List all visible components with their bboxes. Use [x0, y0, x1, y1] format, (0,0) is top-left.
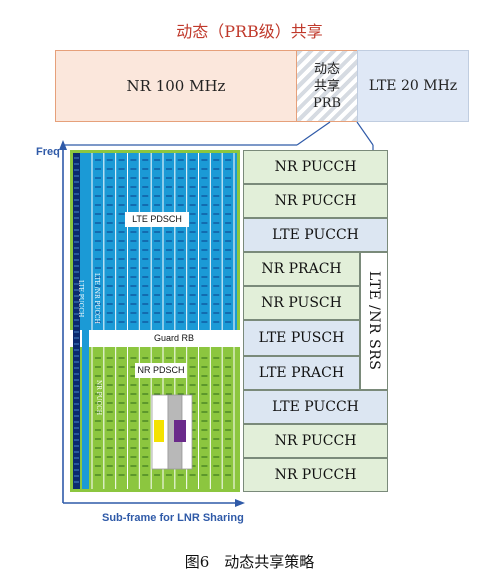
lte-pucch-vertical-label: LTE PUCCH [77, 280, 84, 318]
right-cell-nr-pucch-2: NR PUCCH [243, 184, 388, 218]
zoom-line-diag-left [296, 121, 331, 146]
dynamic-shared-prb-band: 动态 共享 PRB [297, 50, 357, 122]
right-cell-lte-pucch-2: LTE PUCCH [243, 390, 388, 424]
right-cell-lte-pusch: LTE PUSCH [243, 320, 360, 356]
srs-purple-block [174, 420, 186, 442]
srs-cell: LTE /NR SRS [360, 252, 388, 390]
figure-top-title: 动态（PRB级）共享 [176, 22, 323, 41]
prb-line-3: PRB [312, 95, 342, 111]
x-axis-label: Sub-frame for LNR Sharing [102, 512, 244, 524]
right-cell-lte-pucch-1: LTE PUCCH [243, 218, 388, 252]
y-axis-label: Freq [36, 146, 60, 158]
rb-grid [70, 150, 240, 492]
nr-100mhz-band: NR 100 MHz [55, 50, 297, 122]
lte-20mhz-band: LTE 20 MHz [357, 50, 469, 122]
y-axis-arrow [59, 140, 67, 150]
prb-line-1: 动态 [313, 61, 340, 77]
prb-line-2: 共享 [313, 78, 340, 94]
lte-nr-pucch-vertical-label: LTE /NR PUCCH [93, 273, 100, 324]
nr-pucch-vertical-label: NR PUCCH [95, 380, 102, 416]
right-cell-nr-pusch: NR PUSCH [243, 286, 360, 320]
nr-pdsch-label: NR PDSCH [135, 363, 187, 378]
right-cell-nr-prach: NR PRACH [243, 252, 360, 286]
x-axis-arrow [235, 499, 245, 507]
control-col-1 [73, 153, 80, 489]
zoom-line-diag-right [356, 121, 374, 146]
control-col-2 [82, 153, 89, 489]
right-cell-nr-pucch-4: NR PUCCH [243, 458, 388, 492]
guard-rb-label: Guard RB [107, 331, 241, 345]
right-cell-nr-pucch-3: NR PUCCH [243, 424, 388, 458]
right-cell-nr-pucch-1: NR PUCCH [243, 150, 388, 184]
figure-caption: 图6 动态共享策略 [184, 553, 315, 571]
lte-pdsch-label: LTE PDSCH [125, 212, 189, 227]
srs-yellow-block [154, 420, 164, 442]
srs-label: LTE /NR SRS [366, 271, 382, 371]
right-cell-lte-prach: LTE PRACH [243, 356, 360, 390]
